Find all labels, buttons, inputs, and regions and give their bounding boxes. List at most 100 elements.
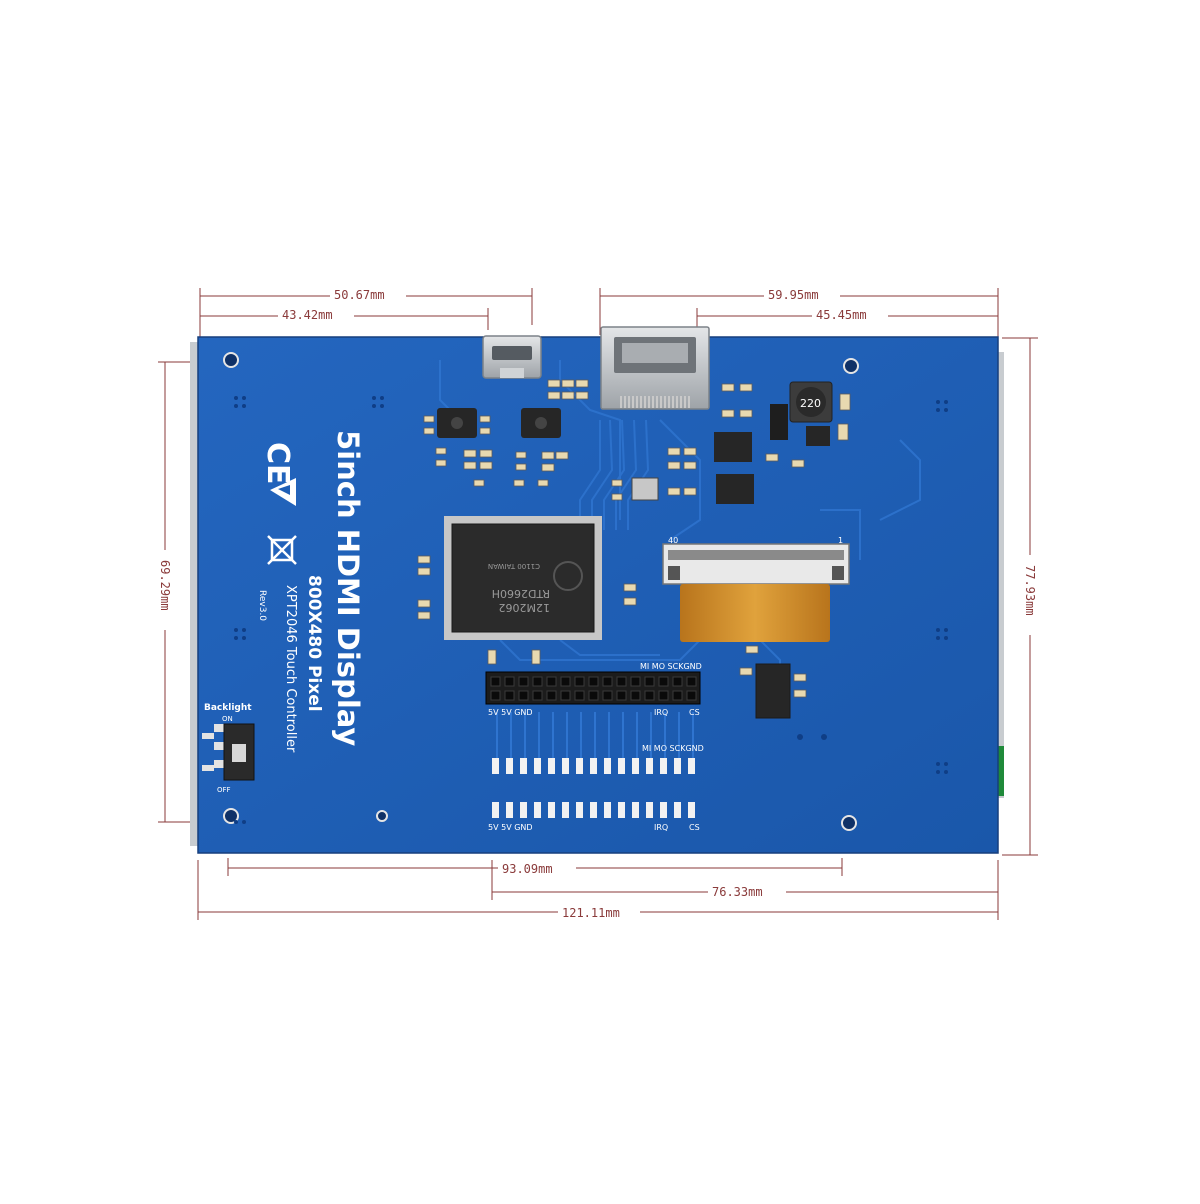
header-pin-socket: [532, 690, 543, 701]
header-pin-socket: [574, 676, 585, 687]
solder-pad: [562, 802, 569, 818]
pad-label-power: 5V 5V GND: [488, 823, 533, 832]
header-pin-socket: [658, 690, 669, 701]
pad-label-irq: IRQ: [654, 823, 668, 832]
solder-pad: [562, 758, 569, 774]
chip-marking-3: C1100 TAIWAN: [488, 562, 540, 570]
header-pin-socket: [546, 676, 557, 687]
pin-header: [485, 671, 701, 705]
pad-label-cs: CS: [689, 823, 700, 832]
header-traces: [496, 712, 694, 760]
micro-usb-connector: [482, 335, 542, 379]
solder-pad: [604, 802, 611, 818]
header-pin-socket: [560, 676, 571, 687]
board-resolution: 800X480 Pixel: [304, 575, 324, 712]
backlight-switch: Backlight ON OFF: [202, 703, 255, 794]
dim-top-inner-right: 45.45mm: [816, 308, 867, 322]
header-pin-socket: [602, 690, 613, 701]
solder-pad: [576, 758, 583, 774]
solder-pad: [506, 758, 513, 774]
solder-pad: [590, 802, 597, 818]
header-label-cs: CS: [689, 708, 700, 717]
solder-pad: [674, 802, 681, 818]
solder-pad: [646, 802, 653, 818]
solder-pad: [632, 802, 639, 818]
header-pin-socket: [518, 676, 529, 687]
header-pin-socket: [672, 690, 683, 701]
mounting-holes: [223, 352, 859, 831]
header-pin-socket: [616, 690, 627, 701]
dim-bottom-inner: 93.09mm: [502, 862, 553, 876]
header-pin-socket: [546, 690, 557, 701]
solder-pad: [688, 758, 695, 774]
header-pin-socket: [588, 690, 599, 701]
board-revision: Rev3.0: [257, 590, 267, 621]
chip-marking-1: RTD2660H: [492, 587, 550, 600]
vias: [234, 396, 948, 824]
solder-pad: [534, 802, 541, 818]
certification-marks: CE: [260, 442, 297, 565]
backlight-label: Backlight: [204, 703, 252, 713]
silkscreen-text: 5inch HDMI Display 800X480 Pixel XPT2046…: [257, 430, 365, 753]
header-label-top: MI MO SCKGND: [640, 662, 702, 671]
switch-on-label: ON: [222, 715, 233, 723]
header-label-irq: IRQ: [654, 708, 668, 717]
header-pin-socket: [588, 676, 599, 687]
solder-pad: [576, 802, 583, 818]
header-pin-socket: [672, 676, 683, 687]
header-label-power: 5V 5V GND: [488, 708, 533, 717]
chip-marking-2: 12M2062: [499, 601, 550, 614]
pad-rows: [492, 758, 695, 818]
pad-label-top: MI MO SCKGND: [642, 744, 704, 753]
solder-pad: [646, 758, 653, 774]
main-controller-chip: RTD2660H 12M2062 C1100 TAIWAN: [444, 516, 602, 640]
solder-pad: [492, 802, 499, 818]
solder-pad: [506, 802, 513, 818]
header-pin-socket: [518, 690, 529, 701]
hdmi-connector: [600, 326, 710, 410]
dim-top-outer-right: 59.95mm: [768, 288, 819, 302]
header-pin-socket: [560, 690, 571, 701]
dim-right-height: 77.93mm: [1023, 565, 1037, 616]
fpc-connector: 40 1: [662, 536, 850, 585]
header-pin-socket: [490, 690, 501, 701]
solder-pad: [520, 802, 527, 818]
inductor: 220: [789, 381, 833, 423]
small-components: [437, 404, 830, 719]
solder-pad: [688, 802, 695, 818]
header-pin-socket: [504, 690, 515, 701]
inductor-value: 220: [800, 397, 821, 410]
solder-pad: [674, 758, 681, 774]
side-component: [996, 746, 1004, 796]
header-pin-socket: [532, 676, 543, 687]
esd-warning-icon: [270, 478, 296, 506]
fpc-pin-start: 40: [668, 536, 678, 545]
dim-left-height: 69.29mm: [158, 560, 172, 611]
lcd-panel-edge-right: [994, 352, 1004, 798]
solder-pad: [492, 758, 499, 774]
flex-cable: [680, 584, 830, 642]
passive-components: [417, 379, 851, 698]
dim-top-outer-left: 50.67mm: [334, 288, 385, 302]
solder-pad: [660, 758, 667, 774]
solder-pad: [660, 802, 667, 818]
board-title: 5inch HDMI Display: [331, 430, 365, 746]
solder-pad: [534, 758, 541, 774]
dim-bottom-total: 121.11mm: [562, 906, 620, 920]
dimension-labels: 50.67mm 43.42mm 59.95mm 45.45mm 69.29mm …: [157, 287, 1038, 921]
header-pin-socket: [602, 676, 613, 687]
solder-pad: [632, 758, 639, 774]
dim-bottom-mid: 76.33mm: [712, 885, 763, 899]
header-pin-socket: [616, 676, 627, 687]
solder-pad: [548, 802, 555, 818]
header-pin-socket: [504, 676, 515, 687]
solder-pad: [618, 802, 625, 818]
solder-pad: [548, 758, 555, 774]
header-pin-socket: [490, 676, 501, 687]
header-pin-socket: [630, 676, 641, 687]
board-touch-controller: XPT2046 Touch Controller: [283, 585, 298, 753]
weee-bin-icon: [267, 535, 297, 565]
header-pin-socket: [644, 676, 655, 687]
